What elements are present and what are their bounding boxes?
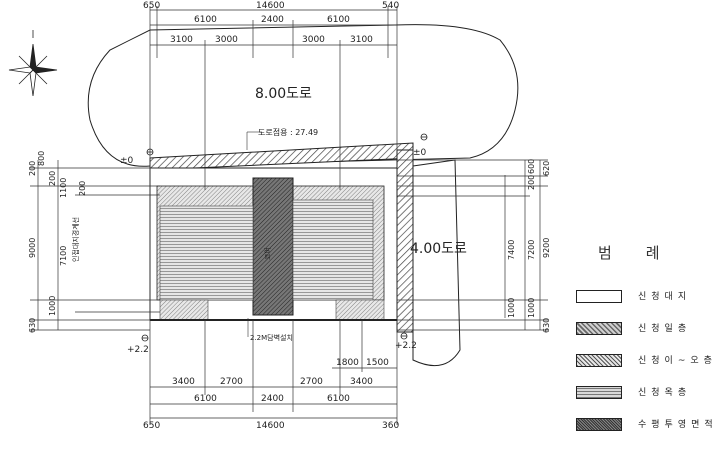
legend-label: 수평투영면적 <box>638 420 713 430</box>
dim-bot-r1-2: 2700 <box>220 377 243 387</box>
dim-bot-r1-4: 3400 <box>350 377 373 387</box>
dim-top-r2-3: 6100 <box>327 15 350 25</box>
legend-item-floor2to5: 신청이~오층 <box>576 352 713 370</box>
dim-right-i1: 7400 <box>507 240 516 260</box>
dim-left-o3: 9000 <box>28 238 37 258</box>
east-road-label: 4.00도로 <box>410 241 467 257</box>
level-ne: ±0 <box>413 148 427 158</box>
dim-bot-small-2: 1500 <box>366 358 389 368</box>
legend-swatch-site <box>576 290 622 303</box>
dim-left-o4: 630 <box>28 318 37 333</box>
dim-top-r3-2: 3000 <box>215 35 238 45</box>
north-arrow-icon <box>8 30 58 97</box>
legend-item-site: 신청대지 <box>576 288 710 306</box>
legend-label: 신청이~오층 <box>638 356 713 366</box>
dim-left-o2: 800 <box>37 151 46 166</box>
wall-note: 2.2M담벽설치 <box>250 333 293 342</box>
legend-label: 신청옥층 <box>638 388 692 398</box>
dim-top-r3-4: 3100 <box>350 35 373 45</box>
dim-top-r3-3: 3000 <box>302 35 325 45</box>
right-dimension-labels: 620 9200 630 600 200 7200 1000 7400 1000 <box>507 159 551 333</box>
left-dimension-labels: 200 800 9000 630 200 1100 7100 1000 200 <box>28 151 87 333</box>
right-dimensions <box>397 159 548 331</box>
dim-top-total: 14600 <box>256 1 285 11</box>
road-elevation-label: 도로점용 : 27.49 <box>258 127 318 137</box>
legend-label: 신청일층 <box>638 324 692 334</box>
level-se: +2.2 <box>395 341 417 351</box>
dim-right-m3: 7200 <box>527 240 536 260</box>
dim-top-right: 540 <box>382 1 399 11</box>
level-markers <box>141 133 428 342</box>
legend-swatch-vertical <box>576 418 622 431</box>
top-dimensions <box>149 6 398 330</box>
dim-top-left: 650 <box>143 1 160 11</box>
dim-left-i1: 200 <box>48 171 57 186</box>
legend-item-floor1: 신청일층 <box>576 320 710 338</box>
dim-right-m4: 1000 <box>527 298 536 318</box>
level-sw: +2.2 <box>127 345 149 355</box>
dim-bot-r2-1: 6100 <box>194 394 217 404</box>
legend-label: 신청대지 <box>638 292 692 302</box>
dim-bot-right: 360 <box>382 421 399 431</box>
entry-pad-east <box>335 299 385 321</box>
dim-top-r3-1: 3100 <box>170 35 193 45</box>
upper-floor-east <box>292 199 374 301</box>
legend-swatch-floor1 <box>576 322 622 335</box>
dim-left-i4: 1000 <box>48 296 57 316</box>
dim-right-m2: 200 <box>527 175 536 190</box>
dim-right-o1: 620 <box>542 161 551 176</box>
building-core <box>252 177 294 316</box>
dim-bot-r1-3: 2700 <box>300 377 323 387</box>
bottom-dimensions <box>149 320 398 425</box>
setback-note: 인접대지경계선 <box>71 217 80 262</box>
dim-bot-small-1: 1800 <box>336 358 359 368</box>
dim-left-o1: 200 <box>28 161 37 176</box>
legend: 범례 신청대지 신청일층 신청이~오층 신청옥층 수평투영면적 <box>560 232 713 450</box>
legend-swatch-roof <box>576 386 622 399</box>
dim-bot-left: 650 <box>143 421 160 431</box>
dim-right-m1: 600 <box>527 159 536 174</box>
north-road-outline <box>87 24 519 167</box>
north-road-label: 8.00도로 <box>255 86 312 102</box>
legend-title: 범례 <box>598 244 694 262</box>
dim-bot-r2-2: 2400 <box>261 394 284 404</box>
legend-item-roof: 신청옥층 <box>576 384 710 402</box>
dim-top-r2-2: 2400 <box>261 15 284 25</box>
bottom-dimension-labels: 3400 2700 2700 3400 1800 1500 6100 2400 … <box>143 358 399 431</box>
dim-top-r2-1: 6100 <box>194 15 217 25</box>
legend-swatch-floor2to5 <box>576 354 622 367</box>
dim-left-i5: 200 <box>78 181 87 196</box>
east-road-outline <box>412 159 461 367</box>
entry-pad-west <box>159 299 209 321</box>
dim-left-i3: 7100 <box>59 246 68 266</box>
dim-left-i2: 1100 <box>59 178 68 198</box>
level-nw: ±0 <box>120 156 134 166</box>
dim-bot-total: 14600 <box>256 421 285 431</box>
dim-bot-r2-3: 6100 <box>327 394 350 404</box>
upper-floor-west <box>159 205 254 301</box>
legend-item-vertical: 수평투영면적 <box>576 416 713 434</box>
top-dimension-labels: 650 14600 540 6100 2400 6100 3100 3000 3… <box>143 1 399 45</box>
north-road-band <box>149 142 414 171</box>
left-dimensions <box>30 160 160 331</box>
dim-right-o2: 9200 <box>542 238 551 258</box>
dim-right-i2: 1000 <box>507 298 516 318</box>
dim-right-o3: 630 <box>542 318 551 333</box>
core-note: 코어 <box>263 247 272 260</box>
dim-bot-r1-1: 3400 <box>172 377 195 387</box>
